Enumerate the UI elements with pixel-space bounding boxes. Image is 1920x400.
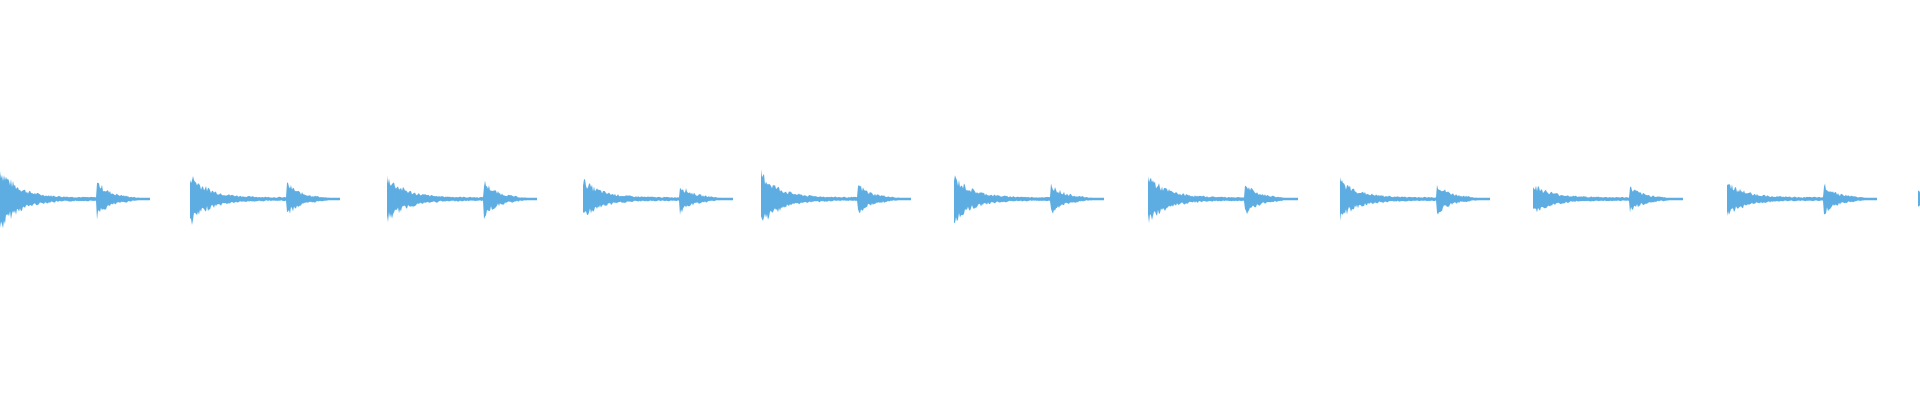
waveform-burst [1727,183,1877,217]
waveform-burst [387,175,537,223]
waveform-burst [1148,176,1298,223]
waveform-burst [190,176,340,226]
waveform-burst [583,179,733,215]
waveform-burst [761,169,911,221]
waveform-burst [1340,177,1490,222]
waveform-burst [1533,185,1683,213]
waveform-burst [954,175,1104,223]
waveform-burst [0,171,150,229]
